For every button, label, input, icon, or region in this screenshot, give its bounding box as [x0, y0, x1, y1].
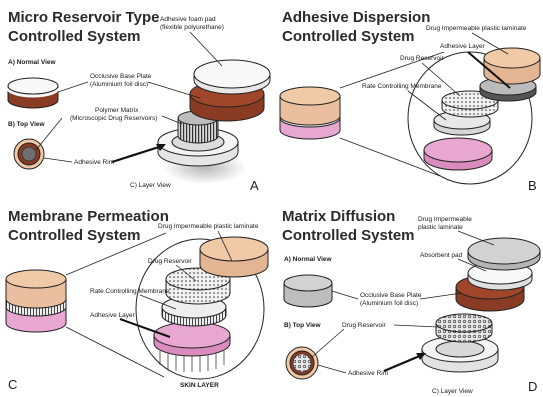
- polymer-sublabel: (Microscopic Drug Reservoirs): [70, 115, 157, 122]
- reservoir-label: Drug Reservoir: [148, 258, 193, 265]
- title-line-2: Controlled System: [8, 28, 141, 45]
- rate-label: Rate Controlling Membrane: [90, 288, 170, 295]
- normal-view-patch: [8, 78, 58, 108]
- adhesive-foam-pad-layer: [194, 60, 270, 94]
- adhesive-label: Adhesive Layer: [90, 312, 136, 319]
- foam-pad-sublabel: (flexible polyurethane): [160, 24, 224, 31]
- foam-pad-leader: [190, 32, 222, 66]
- reservoir-leader: [422, 63, 460, 96]
- title-line-1: Adhesive Dispersion: [282, 9, 430, 26]
- panel-micro-reservoir: Micro Reservoir Type Controlled System A…: [0, 0, 271, 198]
- reservoir-leader-right: [394, 325, 438, 327]
- impermeable-label: Drug Impermeable: [418, 216, 472, 223]
- occlusive-sublabel: (Aluminium foil disc): [90, 81, 148, 88]
- panel-membrane-permeation: Membrane Permeation Controlled System Dr…: [0, 199, 271, 397]
- drug-reservoir-layer: [436, 314, 492, 342]
- reservoir-label: Drug Reservoir: [400, 55, 445, 62]
- rate-label: Rate Controlling Membrane: [362, 83, 442, 90]
- pink-adhesive-layer: [424, 138, 492, 170]
- top-view-label: B) Top View: [284, 322, 322, 329]
- occlusive-leader-left: [332, 291, 358, 299]
- occlusive-leader-left: [58, 82, 88, 92]
- foam-pad-label: Adhesive foam pad: [160, 16, 216, 23]
- rim-label: Adhesive Rim: [348, 370, 388, 377]
- occlusive-label: Occlusive Base Plate: [90, 73, 152, 80]
- absorbent-label: Absorbent pad: [420, 252, 463, 259]
- impermeable-laminate-layer: [468, 238, 540, 270]
- pink-adhesive-layer: [154, 322, 230, 356]
- rate-leader: [408, 91, 446, 120]
- top-view-label: B) Top View: [8, 121, 46, 128]
- impermeable-label: Drug Impermeable plastic laminate: [426, 25, 527, 32]
- normal-view-label: A) Normal View: [284, 256, 333, 263]
- occlusive-label: Occlusive Base Plate: [360, 292, 422, 299]
- panel-letter-d: D: [528, 379, 537, 394]
- rim-arrow: [112, 146, 162, 162]
- adhesive-dispersion-diagram: Adhesive Dispersion Controlled System Dr…: [272, 0, 543, 198]
- title-line-1: Matrix Diffusion: [282, 208, 395, 225]
- skin-layer-label: SKIN LAYER: [180, 382, 219, 389]
- adhesive-label: Adhesive Layer: [440, 43, 486, 50]
- panel-matrix-diffusion: Matrix Diffusion Controlled System A) No…: [272, 199, 543, 397]
- reservoir-leader-left: [312, 329, 344, 357]
- patch-cross-section: [280, 87, 340, 139]
- polymer-label: Polymer Matrix: [95, 107, 139, 114]
- micro-reservoir-diagram: Micro Reservoir Type Controlled System A…: [0, 0, 271, 198]
- title-line-2: Controlled System: [282, 227, 415, 244]
- panel-letter-a: A: [250, 178, 259, 193]
- membrane-permeation-diagram: Membrane Permeation Controlled System Dr…: [0, 199, 271, 397]
- title-line-1: Micro Reservoir Type: [8, 9, 159, 26]
- normal-view-label: A) Normal View: [8, 59, 57, 66]
- layer-view-label: C) Layer View: [432, 388, 473, 395]
- occlusive-sublabel: (Aluminium foil disc): [360, 300, 418, 307]
- impermeable-label: Drug Impermeable plastic laminate: [158, 223, 259, 230]
- matrix-diffusion-diagram: Matrix Diffusion Controlled System A) No…: [272, 199, 543, 397]
- impermeable-laminate-layer: [200, 237, 268, 277]
- title-line-2: Controlled System: [282, 28, 415, 45]
- rim-leader: [44, 158, 72, 162]
- patch-cross-section: [6, 270, 66, 332]
- panel-letter-c: C: [8, 377, 17, 392]
- panel-adhesive-dispersion: Adhesive Dispersion Controlled System Dr…: [272, 0, 543, 198]
- rim-label: Adhesive Rim: [74, 159, 114, 166]
- panel-letter-b: B: [528, 178, 537, 193]
- reservoir-label: Drug Reservoir: [342, 322, 387, 329]
- title-line-2: Controlled System: [8, 227, 141, 244]
- top-view-patch: [14, 139, 44, 169]
- impermeable-laminate-layer: [484, 48, 540, 84]
- title-line-1: Membrane Permeation: [8, 208, 169, 225]
- top-view-patch: [286, 347, 318, 379]
- normal-view-patch: [284, 275, 332, 307]
- impermeable-sublabel: plastic laminate: [418, 224, 463, 231]
- layer-view-label: C) Layer View: [130, 182, 171, 189]
- rim-leader: [318, 365, 346, 373]
- rim-arrow: [384, 355, 422, 371]
